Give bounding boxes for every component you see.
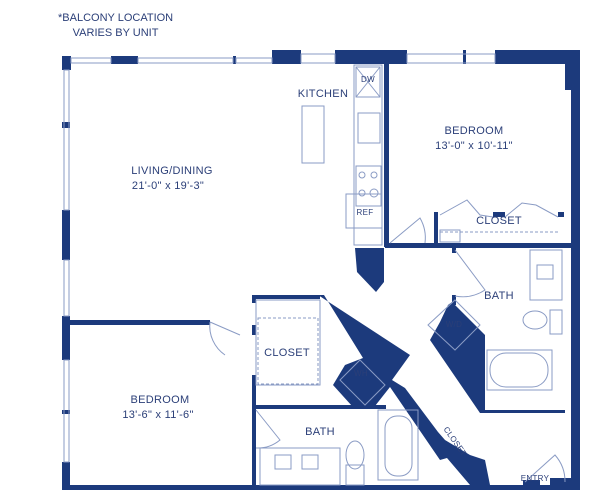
closet-2-label: CLOSET (264, 347, 310, 359)
sink (357, 112, 381, 144)
range (355, 165, 382, 207)
bedroom-1-size: 13'-0" x 10'-11" (435, 140, 513, 152)
dishwasher (355, 66, 381, 98)
balcony-note: *BALCONY LOCATION VARIES BY UNIT (58, 11, 173, 41)
fixtures (63, 53, 566, 486)
bedroom-2-label: BEDROOM (130, 394, 190, 406)
note-line-2: VARIES BY UNIT (72, 27, 159, 39)
walls (62, 50, 580, 490)
bath-2-label: BATH (305, 426, 335, 438)
bedroom-2-size: 13'-6" x 11'-6" (122, 409, 194, 421)
kitchen-island (301, 105, 325, 164)
kitchen-label: KITCHEN (297, 88, 349, 100)
entry-label: ENTRY (520, 474, 550, 483)
living-dining-size: 21'-0" x 19'-3" (131, 180, 205, 192)
dishwasher-label: DW (361, 75, 375, 84)
closet-1-label: CLOSET (476, 215, 522, 227)
note-line-1: *BALCONY LOCATION (58, 12, 174, 24)
bedroom-1-label: BEDROOM (444, 125, 504, 137)
refrigerator (345, 193, 383, 229)
bath-1-label: BATH (484, 290, 514, 302)
water-heater-label: WH (354, 369, 368, 378)
refrigerator-label: REF (356, 208, 374, 217)
washer-dryer-label: W/D (445, 320, 463, 329)
living-dining-label: LIVING/DINING (131, 165, 213, 177)
